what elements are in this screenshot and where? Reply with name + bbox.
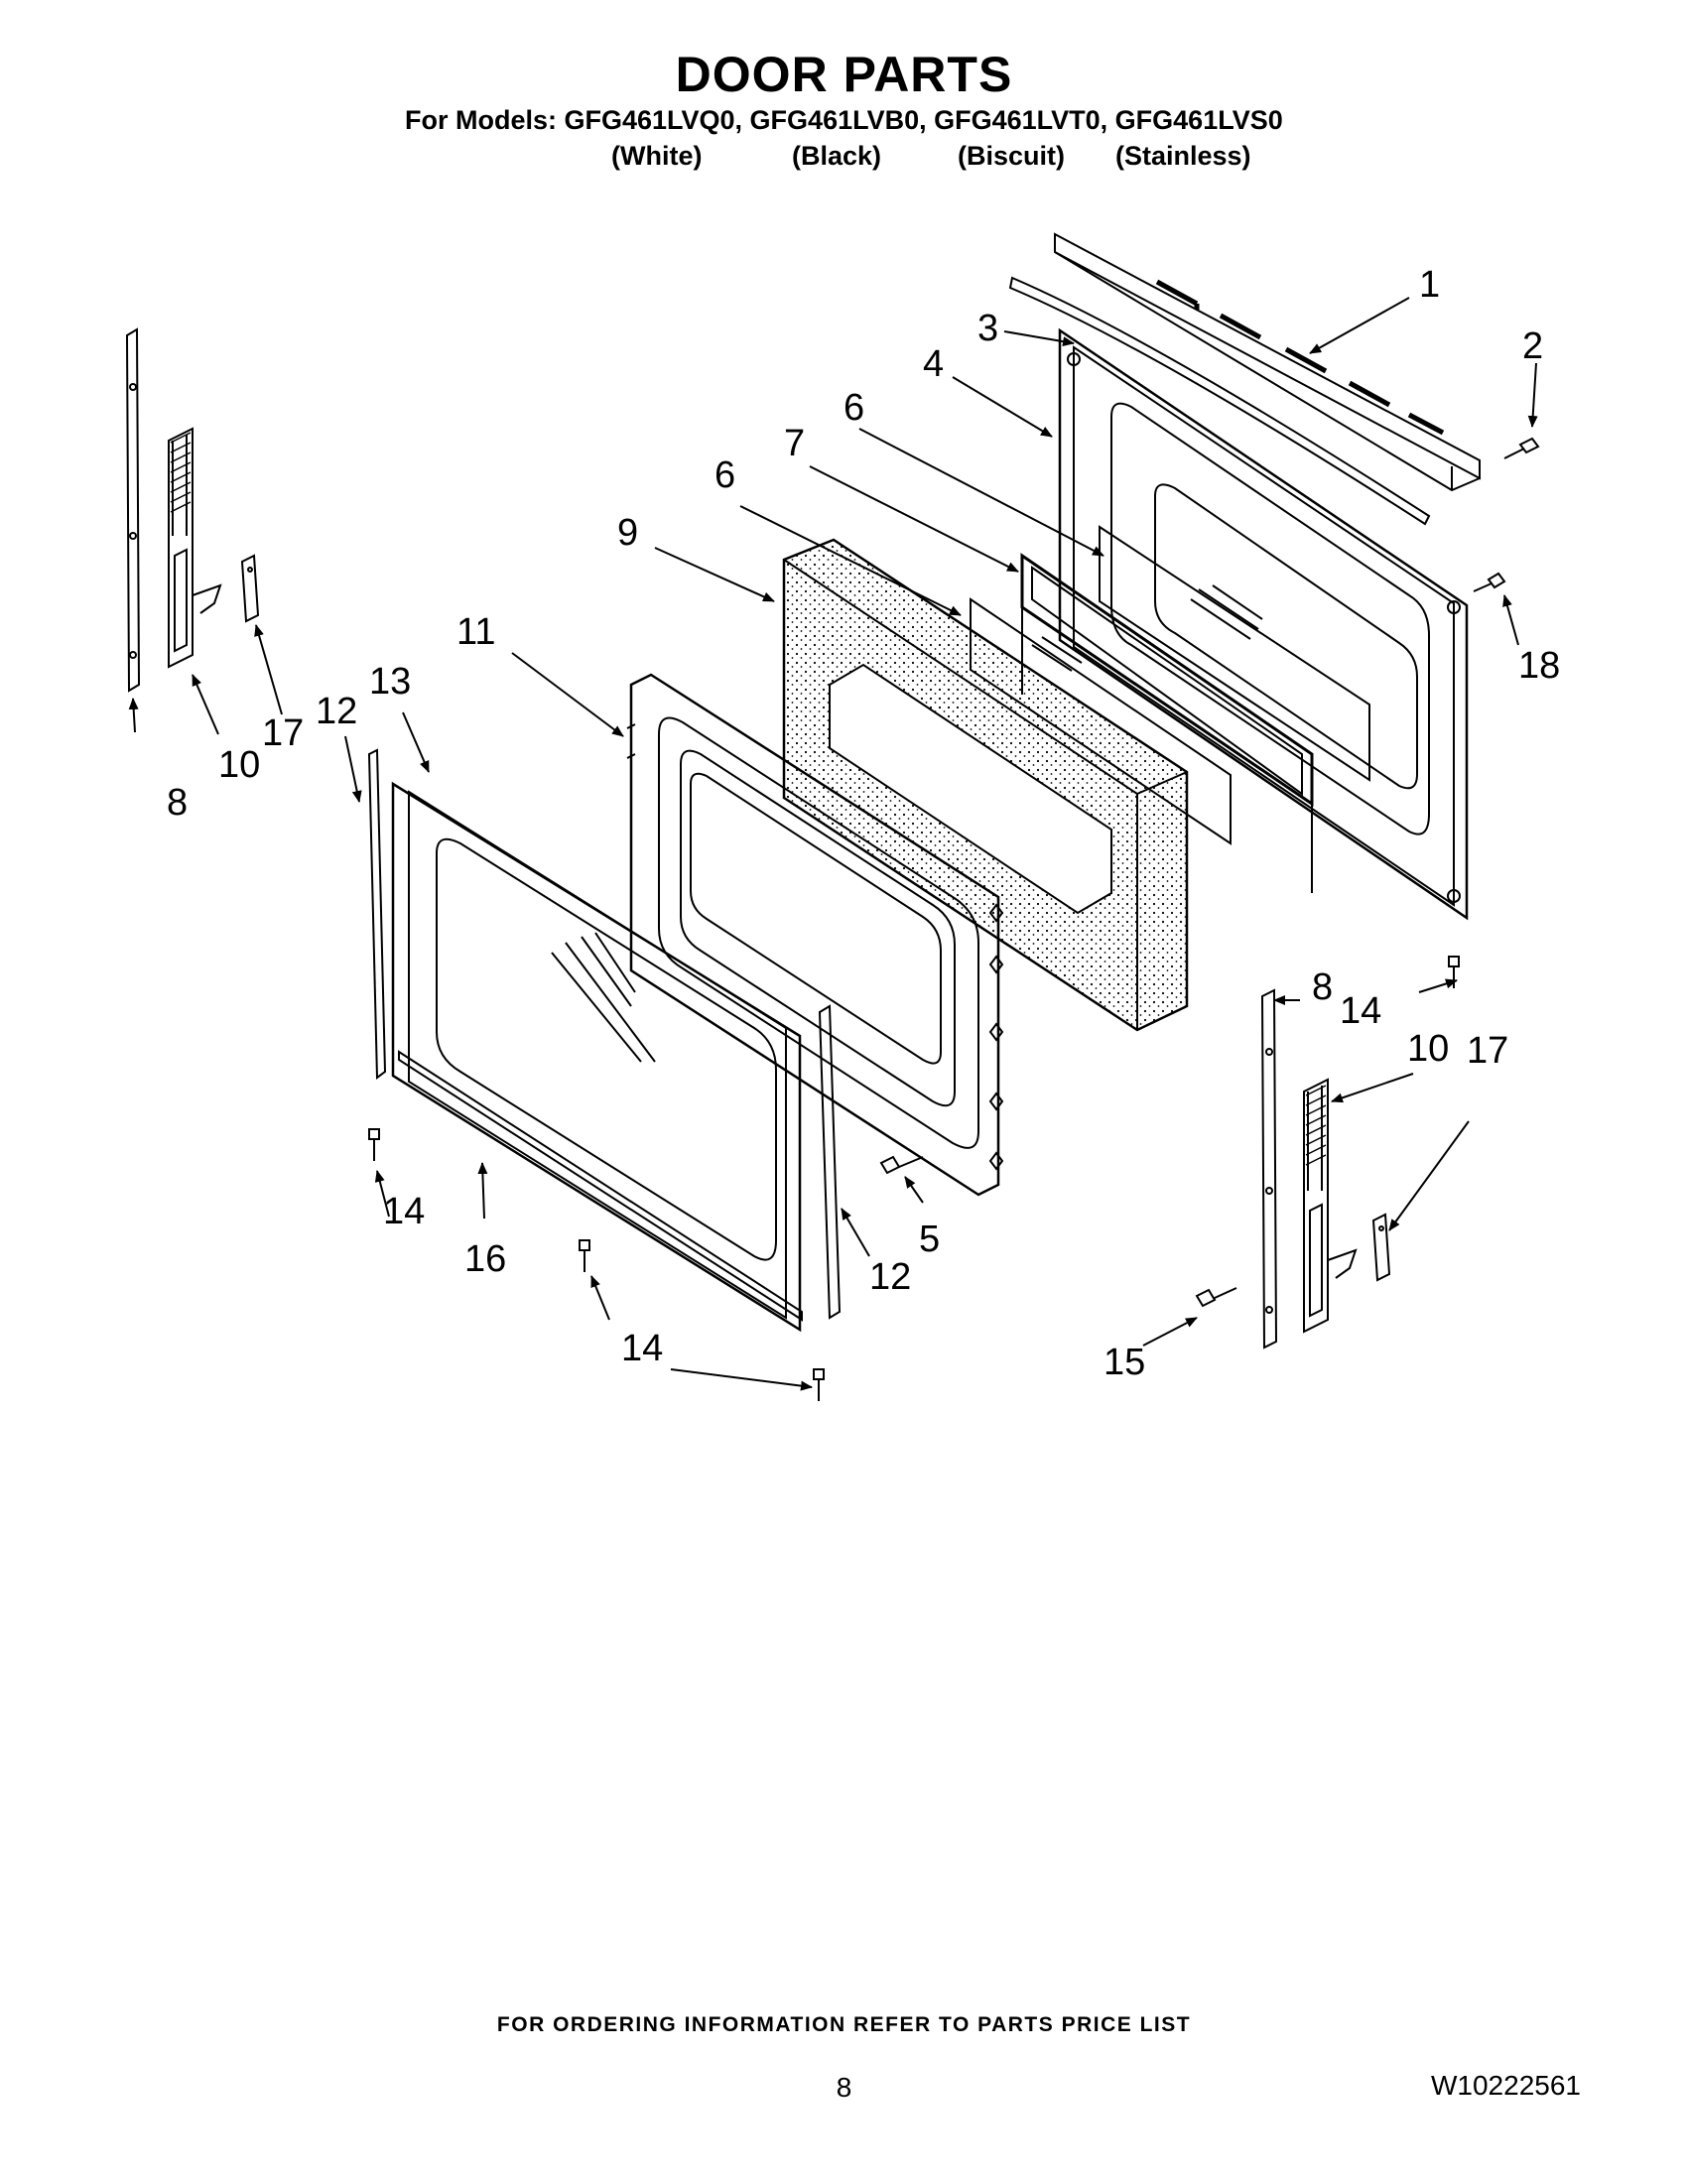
hinge-part-right (1303, 1078, 1358, 1334)
hinge-receiver-part-left (125, 327, 141, 693)
callout-14a: 14 (1340, 990, 1382, 1032)
screw-part-14-c (579, 1239, 590, 1272)
ordering-note: FOR ORDERING INFORMATION REFER TO PARTS … (496, 2013, 1192, 2036)
page-title: DOOR PARTS (675, 47, 1013, 102)
hinge-lock-part-right (1371, 1213, 1391, 1282)
leader-arrows (128, 297, 1538, 1391)
callout-12b: 12 (869, 1256, 912, 1298)
insulation-part (782, 538, 1189, 1032)
callout-8a: 8 (167, 782, 189, 824)
hinge-lock-part-left (240, 554, 260, 623)
glass-frame-part (1020, 553, 1314, 893)
models-line: For Models: GFG461LVQ0, GFG461LVB0, GFG4… (405, 105, 1283, 135)
finish-black: (Black) (792, 141, 882, 171)
document-number: W10222561 (1430, 2070, 1581, 2101)
callout-7: 7 (784, 423, 806, 464)
callout-13: 13 (369, 661, 412, 703)
callout-9: 9 (617, 512, 639, 554)
screw-part-14-d (813, 1368, 825, 1401)
side-trim-part-left (367, 748, 387, 1080)
callout-14b: 14 (383, 1191, 426, 1232)
glass-part-6-rear (1099, 525, 1370, 782)
callout-4: 4 (923, 343, 945, 385)
callout-6b: 6 (714, 454, 736, 496)
callout-3: 3 (977, 308, 999, 349)
screw-part-18 (1473, 572, 1506, 592)
finish-stainless: (Stainless) (1115, 141, 1251, 171)
callout-17b: 17 (1467, 1030, 1509, 1072)
callout-15: 15 (1104, 1342, 1146, 1383)
outer-door-panel-part (1058, 327, 1469, 921)
callout-10b: 10 (1407, 1028, 1450, 1070)
bottom-trim-part (398, 1050, 803, 1322)
hinge-receiver-part-right (1260, 988, 1278, 1349)
hinge-part-left (168, 427, 222, 669)
vent-trim-part (1054, 232, 1481, 492)
screw-part-14-a (1448, 956, 1460, 988)
callout-16: 16 (464, 1238, 507, 1280)
page-number: 8 (836, 2072, 852, 2103)
callout-2: 2 (1522, 325, 1544, 367)
screw-part-14-b (368, 1128, 380, 1161)
callout-17a: 17 (262, 712, 305, 754)
screw-part-2 (1503, 437, 1540, 459)
side-trim-part-right (818, 1004, 842, 1320)
callout-8b: 8 (1312, 966, 1334, 1008)
outer-glass-part (391, 781, 802, 1333)
handle-part (1008, 276, 1431, 526)
inner-door-liner-part (626, 673, 1004, 1197)
callout-12a: 12 (316, 691, 358, 732)
finish-biscuit: (Biscuit) (958, 141, 1065, 171)
callout-10a: 10 (218, 744, 261, 786)
callout-11: 11 (456, 611, 496, 653)
screw-part-5 (879, 1155, 924, 1175)
callout-18: 18 (1518, 645, 1561, 687)
finish-white: (White) (611, 141, 703, 171)
callout-5: 5 (919, 1219, 941, 1260)
callout-14c: 14 (621, 1328, 664, 1369)
callout-6a: 6 (844, 387, 865, 429)
screw-part-15 (1195, 1287, 1237, 1308)
callout-1: 1 (1419, 264, 1441, 306)
